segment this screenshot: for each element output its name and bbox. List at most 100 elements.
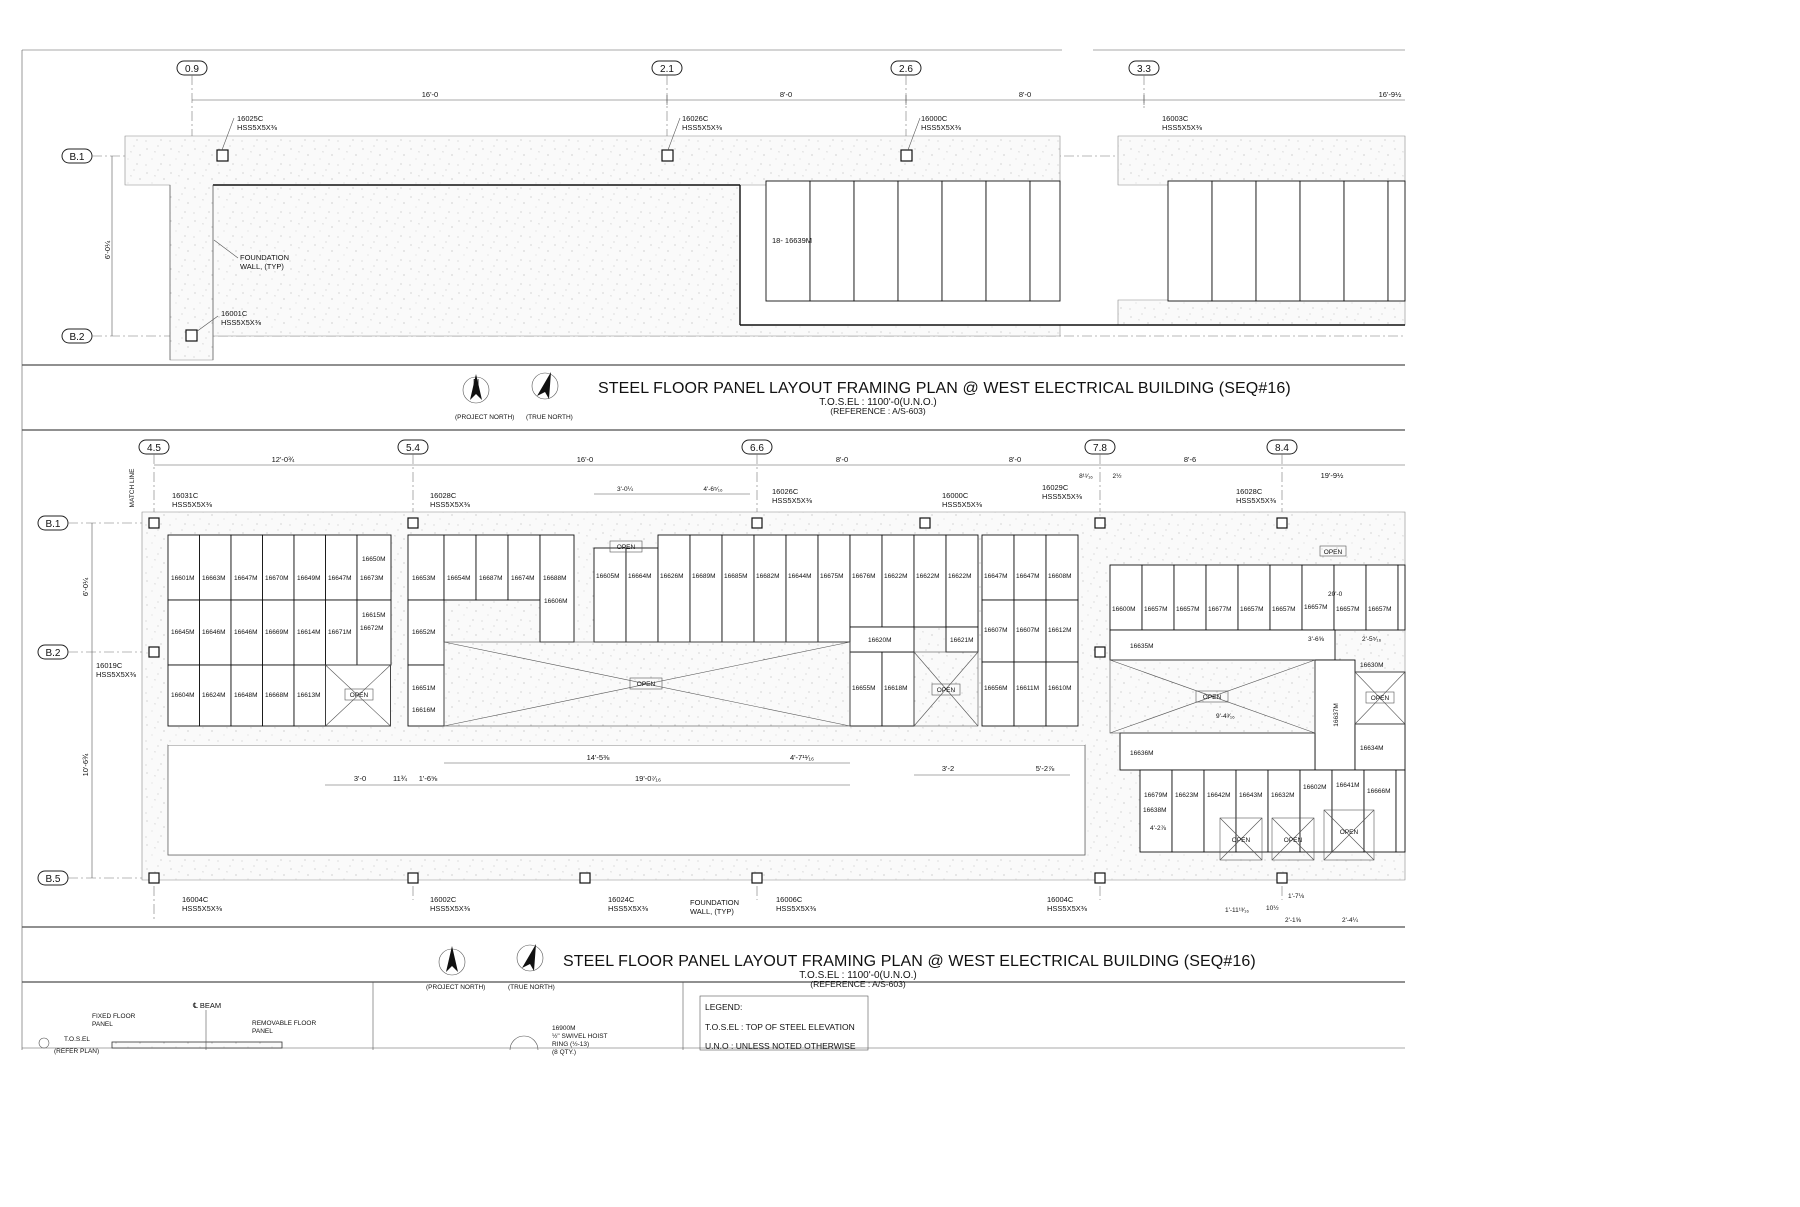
top-grid-col-0.9: 0.9 [176,60,208,76]
svg-text:OPEN: OPEN [1284,837,1303,844]
top-column-16026c [661,149,674,162]
svg-text:16672M: 16672M [360,625,384,632]
svg-text:9'-4³⁄₁₆: 9'-4³⁄₁₆ [1216,713,1235,720]
true-north-arrow-icon-2 [516,944,544,972]
panel-16663m [199,534,232,601]
panel-16644m [785,534,819,643]
panel-16654m [443,534,477,601]
svg-text:16029C: 16029C [1042,483,1069,492]
svg-text:HSS5X5X⅜: HSS5X5X⅜ [776,904,817,913]
svg-text:HSS5X5X⅜: HSS5X5X⅜ [921,123,962,132]
svg-text:0.9: 0.9 [185,64,199,75]
svg-text:16668M: 16668M [265,692,289,699]
svg-text:16024C: 16024C [608,895,635,904]
svg-text:16614M: 16614M [297,629,321,636]
svg-text:(REFER PLAN): (REFER PLAN) [54,1048,99,1055]
plan-title-2: STEEL FLOOR PANEL LAYOUT FRAMING PLAN @ … [563,953,1256,970]
svg-text:16676M: 16676M [852,573,876,580]
svg-text:16001C: 16001C [221,309,248,318]
panel-16676m [849,534,883,628]
svg-text:16647M: 16647M [984,573,1008,580]
svg-text:2.6: 2.6 [899,64,913,75]
svg-text:10'-6¾: 10'-6¾ [81,753,90,776]
svg-text:OPEN: OPEN [637,681,656,688]
svg-text:8'-0: 8'-0 [1019,90,1031,99]
panel-row-2-labels: 16645M 16646M 16646M 16669M 16614M 16671… [171,625,1072,636]
panel-16622m-b [913,534,947,628]
panel-16674m [507,534,541,601]
svg-text:B.1: B.1 [69,152,84,163]
svg-text:1'-6⅝: 1'-6⅝ [419,774,438,783]
svg-text:8'-0: 8'-0 [1009,455,1021,464]
svg-text:16653M: 16653M [412,575,436,582]
svg-text:19'-9½: 19'-9½ [1321,471,1344,480]
project-north-arrow-icon: N [462,374,490,404]
grid-row-B.5: B.5 [37,870,69,886]
grid-col-6.6: 6.6 [741,439,773,455]
svg-text:16026C: 16026C [682,114,709,123]
panel-row-1-labels: 16601M 16663M 16647M 16670M 16649M 16647… [171,573,1072,582]
svg-text:16652M: 16652M [412,629,436,636]
svg-text:FOUNDATION: FOUNDATION [240,253,289,262]
svg-text:3'-0¼: 3'-0¼ [617,486,634,493]
svg-text:2½: 2½ [1112,472,1122,480]
svg-text:16622M: 16622M [948,573,972,580]
grid-row-B.2: B.2 [37,644,69,660]
grid-col-4.5: 4.5 [138,439,170,455]
svg-text:16646M: 16646M [234,629,258,636]
svg-text:19'-0⁷⁄₁₆: 19'-0⁷⁄₁₆ [635,774,661,783]
plan-title-1: STEEL FLOOR PANEL LAYOUT FRAMING PLAN @ … [598,380,1291,397]
right-dims: 20'-0 3'-6⅝ 2'-5⁵⁄₁₆ 9'-4³⁄₁₆ 4'-2⅞ 1'-1… [1150,591,1382,924]
svg-text:℄ BEAM: ℄ BEAM [192,1001,221,1010]
svg-text:16638M: 16638M [1143,807,1167,814]
grid-col-5.4: 5.4 [397,439,429,455]
svg-text:16000C: 16000C [921,114,948,123]
top-grid-row-B.2: B.2 [61,328,93,344]
top-grid-col-2.1: 2.1 [651,60,683,76]
svg-text:8'-0: 8'-0 [780,90,792,99]
top-plan: 0.9 2.1 2.6 3.3 B.1 B.2 [61,60,1406,361]
top-column-16000c [900,149,913,162]
svg-text:16606M: 16606M [544,598,568,605]
top-panels: 18- 16639M [765,180,1406,302]
svg-text:T.O.S.EL : 1100'-0(U.N.O.): T.O.S.EL : 1100'-0(U.N.O.) [799,970,917,981]
svg-text:16657M: 16657M [1272,606,1296,613]
svg-text:2'-1⅝: 2'-1⅝ [1285,917,1302,924]
svg-text:16685M: 16685M [724,573,748,580]
svg-text:16674M: 16674M [511,575,535,582]
svg-text:8'-6: 8'-6 [1184,455,1196,464]
panel-16670m [262,534,295,601]
svg-text:HSS5X5X⅜: HSS5X5X⅜ [430,904,471,913]
detail-section: ℄ BEAM FIXED FLOOR PANEL REMOVABLE FLOOR… [38,995,869,1056]
svg-text:PANEL: PANEL [92,1021,113,1028]
svg-text:4'-6⁵⁄₁₆: 4'-6⁵⁄₁₆ [703,486,723,493]
svg-text:16657M: 16657M [1240,606,1264,613]
svg-text:16620M: 16620M [868,637,892,644]
svg-text:16657M: 16657M [1368,606,1392,613]
svg-text:16026C: 16026C [772,487,799,496]
panel-16673m [356,534,392,601]
svg-text:6.6: 6.6 [750,443,764,454]
svg-text:16'-0: 16'-0 [577,455,593,464]
main-column-labels: 16031C HSS5X5X⅜ 16028C HSS5X5X⅜ 16026C H… [96,483,1277,916]
svg-text:16607M: 16607M [984,627,1008,634]
svg-text:16611M: 16611M [1016,685,1039,692]
svg-text:HSS5X5X⅜: HSS5X5X⅜ [182,904,223,913]
svg-text:16618M: 16618M [884,685,908,692]
svg-text:HSS5X5X⅜: HSS5X5X⅜ [221,318,262,327]
svg-text:16663M: 16663M [202,575,226,582]
svg-text:OPEN: OPEN [617,544,636,551]
svg-text:16622M: 16622M [884,573,908,580]
panel-row-1 [167,534,1079,643]
svg-text:16610M: 16610M [1048,685,1072,692]
svg-text:16677M: 16677M [1208,606,1232,613]
svg-text:U.N.O : UNLESS NOTED OTHE: U.N.O : UNLESS NOTED OTHERWISE [705,1041,856,1051]
svg-text:16621M: 16621M [950,637,974,644]
svg-text:16657M: 16657M [1144,606,1168,613]
svg-text:16616M: 16616M [412,707,436,714]
svg-text:N: N [473,377,479,387]
panel-16622m-c [945,534,979,628]
open-area-1: OPEN [325,664,391,727]
panel-16622m [881,534,915,628]
